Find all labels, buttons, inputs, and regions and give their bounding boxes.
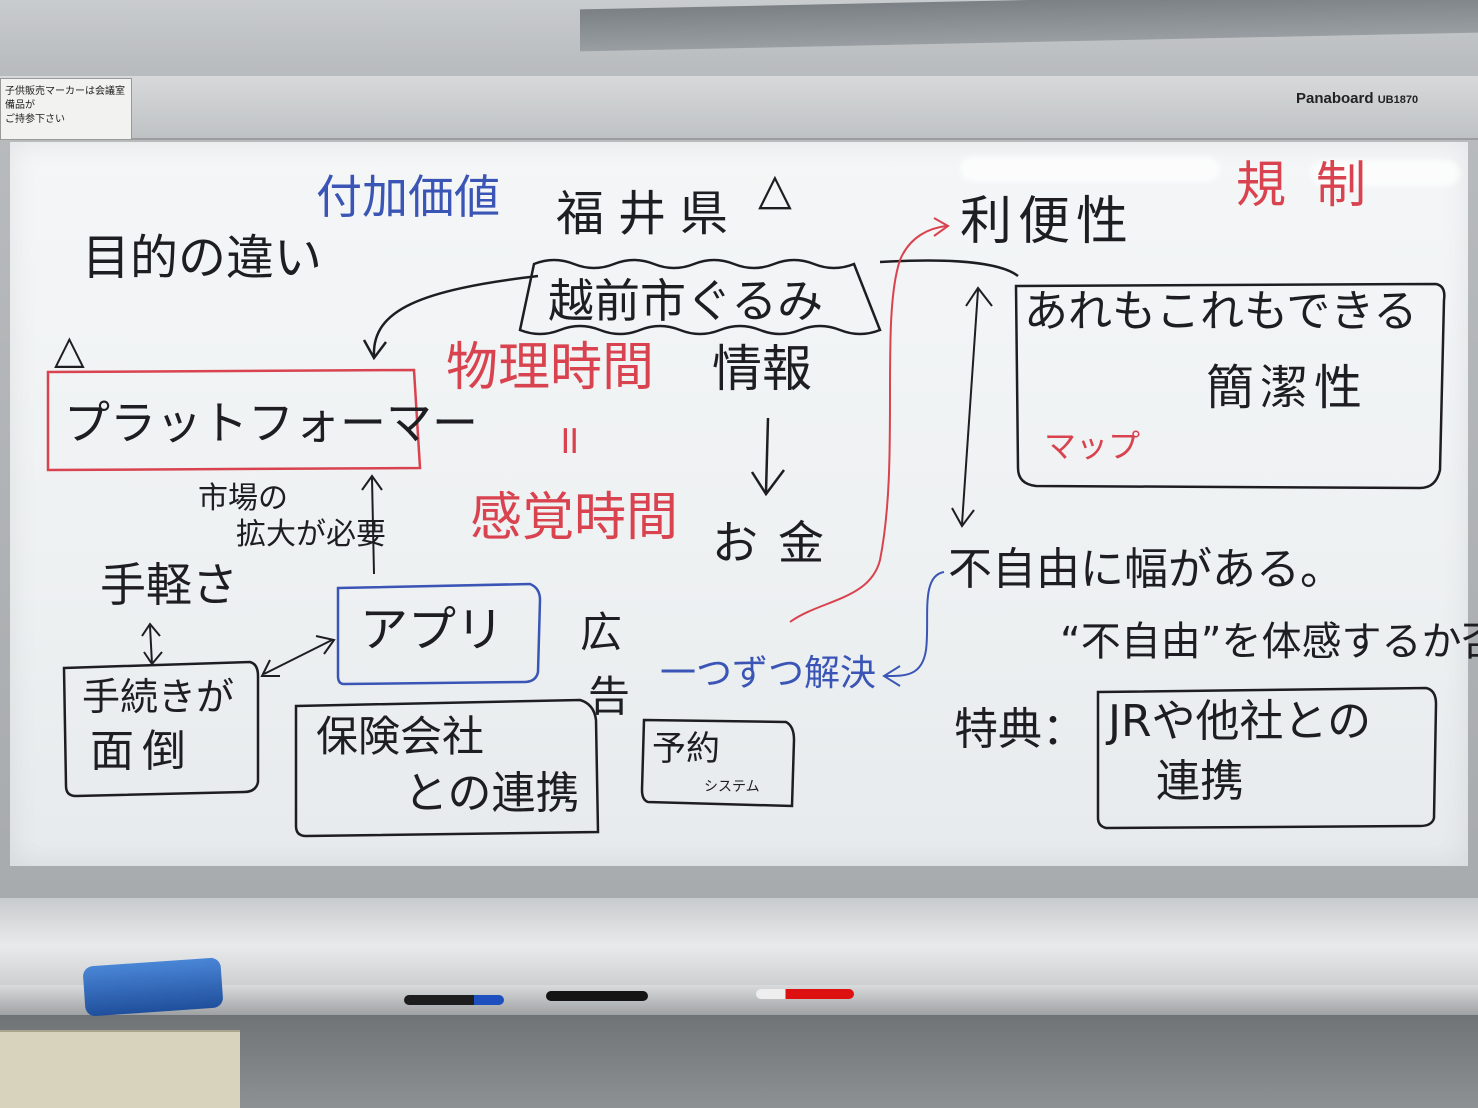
- brand-name: Panaboard: [1296, 90, 1374, 107]
- notice-line-1: 子供販売マーカーは会議室備品が: [5, 86, 125, 111]
- app-text: アプリ: [360, 602, 505, 658]
- reservation-text-line-2: システム: [704, 779, 760, 795]
- triangle-mark: △: [54, 327, 85, 373]
- convenience-text: 利便性: [960, 192, 1135, 252]
- easy-text: 手軽さ: [100, 558, 238, 612]
- notice-sticker: 子供販売マーカーは会議室備品が ご持参下さい: [0, 78, 132, 140]
- physical-time-text: 物理時間: [446, 338, 655, 398]
- ad-text-line-1: 広: [580, 608, 623, 657]
- market-text-line-2: 拡大が必要: [236, 517, 386, 552]
- added-value-text: 付加価値: [316, 170, 500, 224]
- brand-label: Panaboard UB1870: [1296, 90, 1418, 107]
- convenience-detail-box: [1014, 282, 1446, 490]
- red-marker: [756, 989, 854, 999]
- jr-text-line-1: JRや他社との: [1108, 696, 1372, 747]
- tray-lip: [0, 985, 1478, 1015]
- app-box: [336, 582, 542, 686]
- simplicity-text: 簡潔性: [1206, 360, 1369, 416]
- insurance-text-line-1: 保険会社: [316, 712, 485, 761]
- regulation-text: 規制: [1236, 156, 1396, 214]
- money-text: お金: [712, 516, 844, 570]
- arrowhead: [141, 622, 161, 637]
- experience-freedom-text: “不自由”を体感するか否か: [1060, 619, 1478, 665]
- ad-text-line-2: 告: [588, 672, 631, 721]
- blue-marker: [404, 995, 504, 1005]
- arrow-market-to-platformer: [371, 477, 375, 575]
- range-freedom-text: 不自由に幅がある。: [948, 544, 1344, 595]
- printer-unit: [0, 1030, 240, 1108]
- triangle-mark: △: [758, 164, 792, 215]
- light-glare: [1310, 160, 1460, 186]
- fukui-text: 福井県: [556, 186, 743, 242]
- eraser: [82, 957, 224, 1017]
- procedure-text-line-2: 面倒: [90, 726, 194, 777]
- insurance-text-line-2: との連携: [404, 768, 580, 819]
- arrowhead: [362, 339, 387, 361]
- brand-model: UB1870: [1377, 94, 1419, 106]
- arrow-echizen-to-platformer: [372, 274, 539, 357]
- board-surface: [10, 142, 1468, 866]
- platformer-box: [46, 368, 422, 472]
- jr-text-line-2: 連携: [1156, 756, 1244, 807]
- light-glare: [960, 156, 1220, 182]
- arrowhead: [882, 665, 901, 687]
- reservation-box: [640, 718, 796, 808]
- insurance-box: [294, 698, 600, 838]
- jr-box: [1096, 686, 1438, 830]
- black-marker: [546, 991, 648, 1001]
- anything-text: あれもこれもできる: [1024, 286, 1418, 337]
- echizen-text: 越前市ぐるみ: [548, 274, 824, 328]
- blue-arrow-to-solve: [885, 571, 945, 677]
- market-text-line-1: 市場の: [198, 481, 288, 516]
- solve-one-text: 一つずつ解決: [660, 653, 877, 694]
- notice-line-2: ご持参下さい: [5, 114, 65, 125]
- arrowhead: [361, 474, 383, 491]
- purpose-diff-text: 目的の違い: [82, 230, 323, 286]
- arrowhead: [315, 635, 336, 655]
- double-arrow-procedure-app: [263, 639, 333, 675]
- double-arrow-easy-procedure: [149, 625, 153, 665]
- red-arrowhead: [933, 217, 950, 237]
- echizen-wavy-box: [518, 258, 882, 336]
- perk-text: 特典：: [954, 704, 1086, 755]
- info-text: 情報: [712, 340, 812, 398]
- arrowhead: [260, 659, 280, 677]
- floor: [0, 1015, 1478, 1108]
- arrowhead: [951, 507, 975, 528]
- platformer-text: プラットフォーマー: [64, 396, 478, 450]
- map-text: マップ: [1044, 427, 1141, 465]
- board-top-rail: [0, 76, 1478, 140]
- procedure-box: [62, 660, 260, 798]
- arrowhead: [750, 469, 785, 497]
- arrowhead: [143, 651, 163, 666]
- arrowhead: [965, 286, 993, 307]
- double-arrow-convenience-freedom: [961, 289, 979, 525]
- line-echizen-to-convenience: [879, 259, 1019, 278]
- reservation-text-line-1: 予約: [652, 729, 720, 769]
- arrow-info-to-money: [764, 417, 770, 493]
- equals-mark: ॥: [556, 417, 580, 463]
- procedure-text-line-1: 手続きが: [82, 675, 235, 719]
- red-arrow-to-convenience: [789, 225, 947, 623]
- sensory-time-text: 感覚時間: [470, 488, 679, 548]
